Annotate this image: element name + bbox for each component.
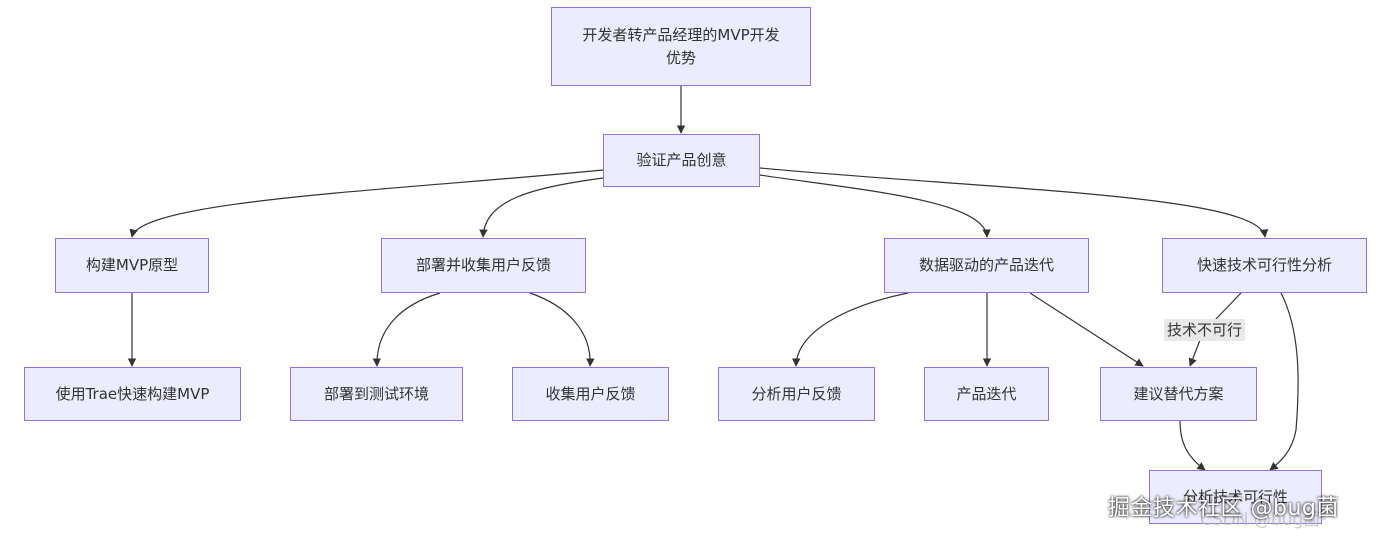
node-validate-idea: 验证产品创意 [603,134,760,187]
node-suggest-alternative: 建议替代方案 [1100,367,1257,421]
node-deploy-and-collect: 部署并收集用户反馈 [381,238,586,293]
edge-data-analyze [792,292,909,367]
edge-deploy-test [372,292,441,367]
edge-feasibility-tech [1269,292,1299,471]
node-product-iteration: 产品迭代 [924,367,1049,421]
node-analyze-feedback: 分析用户反馈 [718,367,875,421]
edge-feasibility-alternative [1190,292,1242,366]
edge-alternative-tech [1179,420,1206,471]
node-tech-feasibility: 分析技术可行性 [1149,470,1322,524]
node-data-driven-iteration: 数据驱动的产品迭代 [884,238,1089,293]
node-build-mvp-prototype: 构建MVP原型 [55,238,209,293]
edge-validate-deploy [479,177,604,238]
edge-validate-feasibility [759,167,1269,238]
edge-label-not-feasible: 技术不可行 [1164,319,1246,341]
node-quick-feasibility: 快速技术可行性分析 [1162,238,1367,293]
edge-validate-build [129,169,604,238]
edge-deploy-collect [529,292,595,367]
node-deploy-test-env: 部署到测试环境 [290,367,463,421]
juejin-watermark: 掘金技术社区 @bug菌 [1108,496,1339,521]
csdn-watermark: CSDN @bug菌¹ [1200,510,1328,530]
node-use-trae: 使用Trae快速构建MVP [24,367,241,421]
node-collect-feedback: 收集用户反馈 [512,367,669,421]
edge-data-alternative [1029,292,1144,367]
node-root: 开发者转产品经理的MVP开发优势 [551,7,811,86]
edge-validate-data [759,174,991,238]
